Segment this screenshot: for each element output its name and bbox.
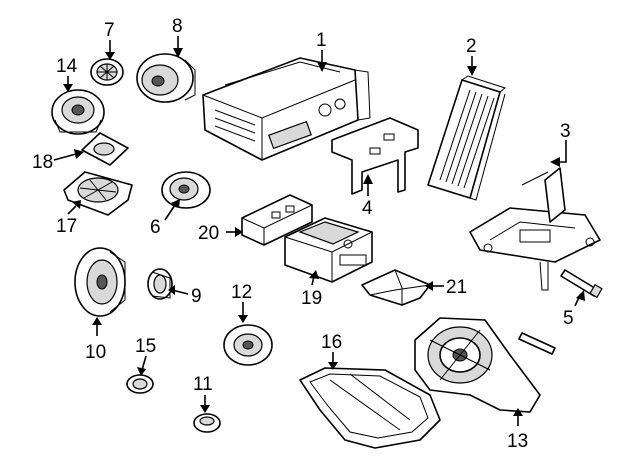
callout-1: 1 bbox=[316, 30, 327, 51]
callout-5: 5 bbox=[563, 308, 574, 329]
callout-19: 19 bbox=[301, 288, 322, 309]
callout-9: 9 bbox=[191, 286, 202, 307]
part-8-speaker bbox=[136, 53, 196, 103]
part-13-subwoofer bbox=[414, 317, 541, 413]
part-19-nav-unit bbox=[284, 217, 373, 283]
part-14-speaker bbox=[51, 89, 105, 135]
callout-20: 20 bbox=[198, 223, 219, 244]
part-2-amplifier bbox=[427, 75, 507, 201]
part-15-ring bbox=[126, 374, 154, 394]
callout-14: 14 bbox=[56, 56, 78, 77]
callout-10: 10 bbox=[85, 342, 106, 363]
part-16-subwoofer-cover bbox=[299, 367, 441, 449]
callout-16: 16 bbox=[321, 332, 342, 353]
part-5-bolts bbox=[518, 269, 603, 355]
callout-17: 17 bbox=[56, 216, 77, 237]
callout-11: 11 bbox=[193, 374, 213, 395]
part-18-grille-plate bbox=[81, 132, 129, 166]
part-3-amp-bracket bbox=[469, 167, 601, 291]
part-17-woofer-grille bbox=[63, 171, 133, 216]
part-12-speaker bbox=[223, 324, 273, 366]
leader-lines bbox=[53, 36, 585, 426]
callout-15: 15 bbox=[135, 336, 156, 357]
callout-8: 8 bbox=[172, 16, 183, 37]
callout-21: 21 bbox=[446, 277, 467, 298]
part-21-cover bbox=[361, 269, 431, 306]
callout-7: 7 bbox=[104, 20, 115, 41]
callout-labels: 1 2 3 4 5 6 7 8 9 10 11 12 13 14 15 16 1… bbox=[32, 16, 574, 452]
callout-18: 18 bbox=[32, 152, 53, 173]
part-4-bracket bbox=[331, 117, 419, 195]
part-6-speaker bbox=[161, 171, 211, 209]
part-9-grommet bbox=[147, 268, 173, 300]
callout-2: 2 bbox=[466, 36, 477, 57]
callout-6: 6 bbox=[150, 217, 161, 238]
callout-12: 12 bbox=[231, 282, 252, 303]
part-11-cap bbox=[193, 413, 221, 433]
part-7-tweeter bbox=[90, 58, 124, 86]
part-1-head-unit bbox=[202, 57, 371, 161]
part-20-module bbox=[241, 194, 313, 246]
callout-3: 3 bbox=[560, 121, 571, 142]
callout-13: 13 bbox=[507, 431, 528, 452]
callout-4: 4 bbox=[362, 198, 373, 219]
part-10-speaker bbox=[74, 247, 126, 317]
